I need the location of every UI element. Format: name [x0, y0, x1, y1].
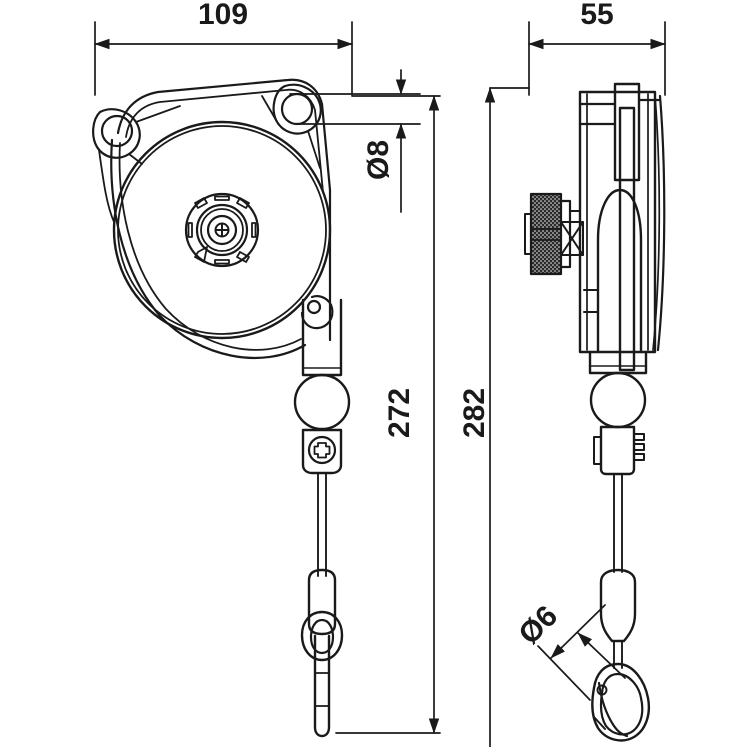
carabiner-front-edge: [300, 610, 344, 662]
ratchet-cross-x: [560, 221, 584, 256]
dimension-55: [528, 21, 666, 96]
mounting-lug-right: [272, 83, 322, 135]
carabiner-gate-pivot: [596, 684, 608, 696]
side-view: [524, 82, 666, 742]
knob-knurled-body: [529, 192, 563, 276]
hub-notches: [187, 195, 257, 265]
screw-cross-slot: [215, 223, 229, 237]
housing-ribs: [98, 95, 321, 223]
dim-label-dia-8: Ø8: [362, 140, 395, 180]
cable-clamp-block-side: [593, 425, 645, 476]
carabiner-side: [591, 662, 650, 742]
dim-label-55: 55: [580, 0, 613, 31]
dim-label-282: 282: [458, 388, 491, 438]
clamp-screw-head: [307, 435, 337, 465]
dim-leader-dia6-upper: [550, 604, 606, 659]
hub-boss: [206, 214, 238, 246]
dim-label-272: 272: [383, 388, 416, 438]
mounting-hole-left: [100, 114, 134, 148]
internal-spring-housing: [583, 188, 643, 354]
clamp-screw-cross: [313, 442, 331, 459]
mounting-lug-left: [92, 108, 141, 159]
dimension-dia-8: [289, 69, 421, 213]
cable-side: [613, 473, 623, 573]
side-right-cover-curve: [652, 94, 666, 352]
hub-outer-ring: [184, 192, 260, 268]
cable-sleeve-front: [307, 568, 337, 636]
center-hub: [184, 192, 260, 268]
dim-label-109: 109: [198, 0, 248, 31]
drum-outer-circle: [112, 120, 332, 340]
dimension-109: [94, 21, 353, 96]
side-body-outline: [578, 90, 657, 354]
dimension-dia-6: [537, 604, 626, 701]
carabiner-shank-front: [313, 634, 331, 738]
dim-leader-dia6-tail: [537, 645, 591, 701]
dimension-272: [335, 95, 441, 734]
ball-stop: [293, 373, 351, 431]
cable-sleeve-side: [599, 568, 637, 669]
front-view: [92, 78, 351, 738]
hub-mid-ring: [195, 203, 249, 257]
ratchet-cross-box: [560, 221, 584, 256]
cable-clamp-block: [301, 428, 343, 475]
side-bottom-cap: [588, 350, 648, 375]
cable-front: [317, 472, 327, 577]
ball-stop-side: [589, 371, 647, 429]
dim-label-dia-6: Ø6: [512, 599, 564, 651]
ratchet-knob: [524, 192, 572, 276]
hub-mid-ring-2: [200, 208, 244, 252]
dim-leader-dia6-lower: [577, 632, 626, 679]
mounting-hole-right: [280, 92, 314, 126]
ratchet-shaft: [560, 210, 584, 256]
drum-inner-circle: [117, 125, 327, 335]
cable-guide-eyelet: [300, 295, 334, 330]
dimension-layer: [94, 21, 666, 747]
top-hanger-bracket: [578, 82, 662, 372]
dimension-282: [484, 87, 530, 747]
eyelet-hole: [306, 299, 322, 315]
